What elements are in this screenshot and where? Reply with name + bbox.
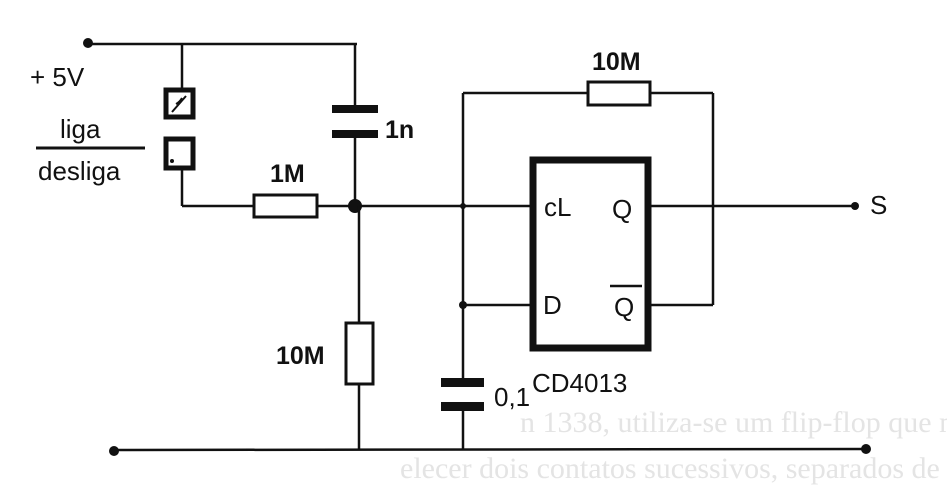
resistor-10m-bottom xyxy=(344,321,375,386)
showthrough-line-1: n 1338, utiliza-se um flip-flop que memo… xyxy=(520,406,947,439)
flip-flop-ic xyxy=(529,156,652,352)
pin-qbar-label: Q xyxy=(614,292,634,322)
capacitor-1n xyxy=(332,105,378,206)
ground-rail xyxy=(109,444,871,456)
switch-off-label: desliga xyxy=(38,156,121,186)
resistor-10m-feedback xyxy=(586,80,652,107)
capacitor-0-1 xyxy=(441,378,484,450)
capacitor-0-1-label: 0,1 xyxy=(494,382,530,412)
pin-q-label: Q xyxy=(612,194,632,224)
resistor-10m-bottom-label: 10M xyxy=(276,342,325,370)
output-label: S xyxy=(870,190,887,220)
feedback-loop xyxy=(459,91,715,380)
output-terminal xyxy=(851,202,859,210)
resistor-1m xyxy=(252,193,319,219)
switch-on-label: liga xyxy=(60,114,101,144)
resistor-10m-feedback-label: 10M xyxy=(592,48,641,76)
pin-clock-label: cL xyxy=(544,192,571,222)
showthrough-line-2: elecer dois contatos sucessivos, separad… xyxy=(400,452,947,485)
supply-rail xyxy=(83,38,357,109)
resistor-1m-label: 1M xyxy=(270,160,305,188)
supply-label: + 5V xyxy=(30,62,85,92)
ic-label: CD4013 xyxy=(532,368,627,398)
on-off-switch xyxy=(163,87,253,208)
capacitor-1n-label: 1n xyxy=(385,116,414,144)
pin-d-label: D xyxy=(543,290,562,320)
